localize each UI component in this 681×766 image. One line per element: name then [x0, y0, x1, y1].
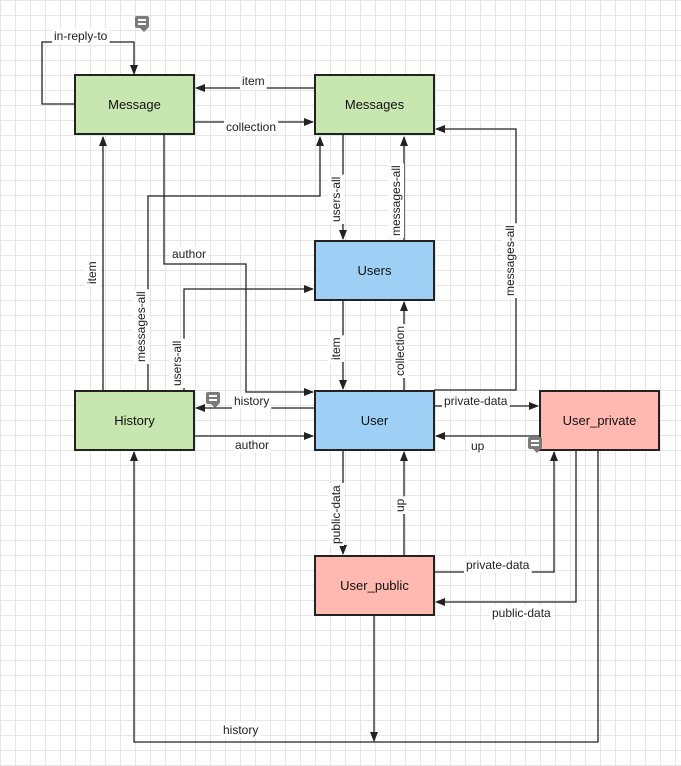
label-item-mid: item [329, 337, 343, 360]
label-collection-mid: collection [393, 326, 407, 376]
label-background [221, 722, 261, 738]
label-author-top: author [172, 247, 206, 261]
comment-icon[interactable] [528, 437, 542, 453]
comment-icon[interactable] [135, 16, 149, 32]
label-background [490, 605, 554, 621]
node-user-public-label: User_public [340, 578, 409, 593]
label-background [233, 437, 272, 453]
label-background [464, 557, 532, 573]
edge-author-message-user[interactable] [163, 135, 314, 396]
label-public-data-bottom: public-data [492, 606, 551, 620]
label-up-mid: up [393, 498, 407, 512]
comment-icon[interactable] [206, 392, 220, 408]
edge-public-data-private[interactable] [435, 450, 577, 606]
label-messages-all-left: messages-all [134, 291, 148, 362]
label-background [170, 246, 209, 262]
edge-users-all-history-users[interactable] [183, 285, 314, 391]
label-background [392, 323, 408, 378]
label-background [469, 438, 487, 454]
label-background [442, 393, 510, 409]
label-background [502, 223, 518, 298]
label-background [52, 28, 110, 44]
node-messages[interactable]: Messages [314, 74, 435, 135]
label-author-mid: author [235, 438, 269, 452]
node-messages-label: Messages [344, 97, 405, 112]
label-background [133, 289, 149, 364]
label-item-top: item [242, 74, 265, 88]
node-history[interactable]: History [74, 390, 195, 451]
node-users[interactable]: Users [314, 240, 435, 301]
label-up-right: up [471, 439, 485, 453]
node-user-public[interactable]: User_public [314, 555, 435, 616]
edge-private-data-public[interactable] [434, 451, 558, 573]
label-background [388, 163, 404, 238]
label-background [240, 73, 267, 89]
label-background [392, 496, 408, 514]
node-user[interactable]: User [314, 390, 435, 451]
label-in-reply-to: in-reply-to [54, 29, 108, 43]
label-history-bottom: history [223, 723, 258, 737]
label-background [169, 338, 185, 388]
node-history-label: History [114, 413, 155, 428]
node-users-label: Users [357, 263, 392, 278]
label-messages-all-right: messages-all [503, 225, 517, 296]
label-background [328, 482, 344, 546]
label-users-all-right: users-all [329, 177, 343, 222]
label-users-all-left: users-all [170, 341, 184, 386]
node-user-private[interactable]: User_private [539, 390, 660, 451]
label-public-data-mid: public-data [329, 485, 343, 544]
label-private-data-bottom: private-data [466, 558, 530, 572]
label-background [328, 335, 344, 362]
label-background [232, 393, 272, 409]
label-background [224, 119, 279, 135]
label-item-left: item [85, 261, 99, 284]
node-message[interactable]: Message [74, 74, 195, 135]
label-messages-all-mid: messages-all [389, 165, 403, 236]
label-collection-top: collection [226, 120, 276, 134]
label-background [328, 174, 344, 224]
node-user-label: User [360, 413, 389, 428]
node-user-private-label: User_private [562, 413, 637, 428]
edge-in-reply-to[interactable] [41, 41, 138, 105]
label-private-data-top: private-data [444, 394, 508, 408]
edge-history-bottom[interactable] [130, 450, 599, 743]
node-message-label: Message [108, 97, 161, 112]
label-background [84, 259, 100, 286]
label-history-mid: history [234, 394, 269, 408]
